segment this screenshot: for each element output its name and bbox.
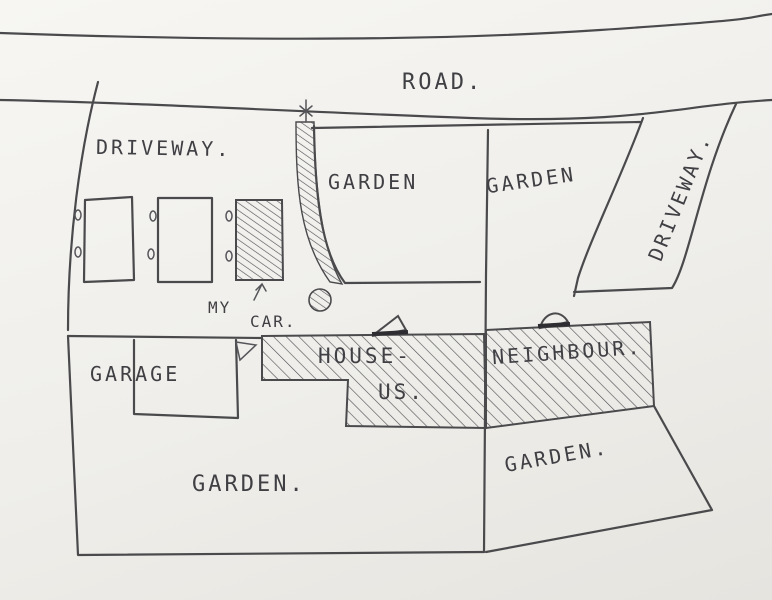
my-car-label-2: CAR. <box>250 312 297 331</box>
right-driveway-outline <box>572 102 738 298</box>
parked-car-2 <box>147 196 214 284</box>
garage-door-mark <box>235 341 258 362</box>
drain-icon <box>308 288 332 312</box>
neighbour-door-step <box>537 322 571 328</box>
property-divide <box>482 128 490 554</box>
hedge-strip <box>295 121 344 285</box>
front-garden-left-label: GARDEN <box>328 170 419 194</box>
house-door-step <box>371 330 409 336</box>
house-us-label: US. <box>378 380 425 404</box>
neighbour-door-icon <box>538 312 570 330</box>
road-top-edge <box>0 12 772 40</box>
garage-label: GARAGE <box>90 362 181 386</box>
left-plot-boundary <box>66 80 100 332</box>
house-us <box>261 332 488 430</box>
driveway-left-label: DRIVEWAY. <box>95 134 232 162</box>
my-car <box>225 199 285 281</box>
road-bottom-edge <box>0 98 772 121</box>
my-car-arrow-icon <box>253 282 267 301</box>
front-garden-top <box>310 120 642 130</box>
road-label: ROAD. <box>402 70 484 95</box>
house-label: HOUSE- <box>318 344 412 368</box>
garage-outline <box>66 334 264 420</box>
left-plot-lower-boundary <box>66 334 486 557</box>
tree-icon <box>299 99 313 123</box>
my-car-label: MY <box>208 298 232 317</box>
back-garden-left-label: GARDEN. <box>192 472 306 497</box>
right-back-garden <box>484 404 714 554</box>
left-front-garden-edge <box>312 124 482 285</box>
parked-car-1 <box>74 195 136 284</box>
